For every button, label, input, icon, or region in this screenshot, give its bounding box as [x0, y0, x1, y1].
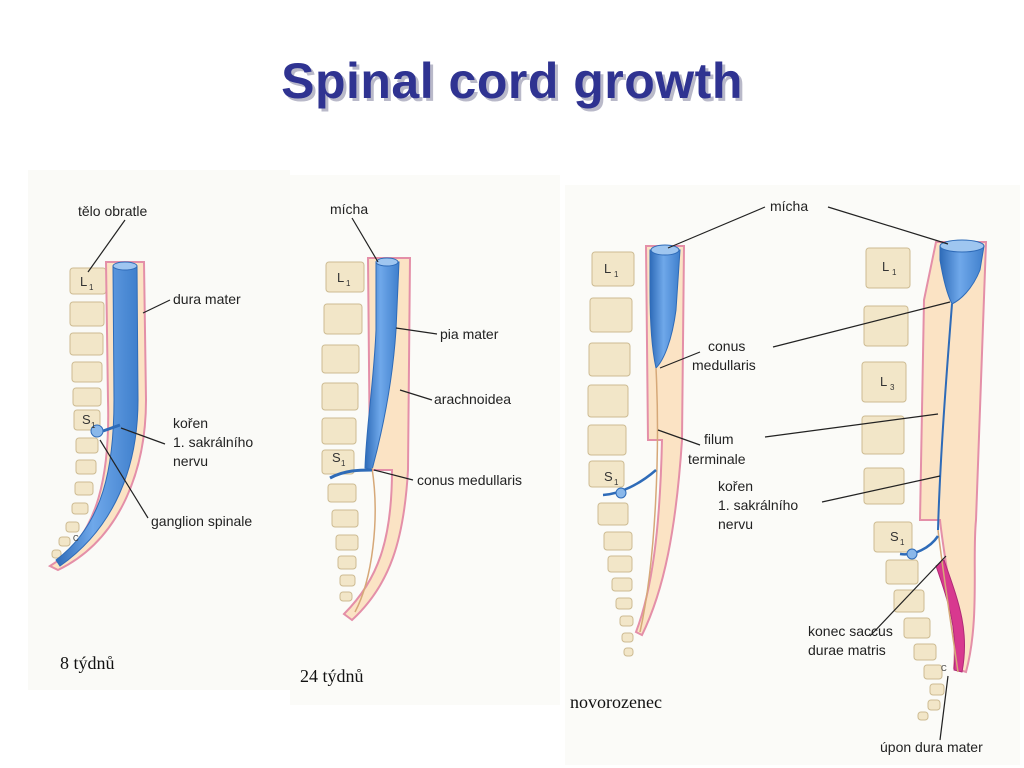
panel-3b-l3-mark: L [880, 374, 887, 389]
label-conus-line1: conus [708, 338, 745, 354]
label-sac-end-line1: konec saccus [808, 623, 893, 639]
panel-2-s1-sub: 1 [341, 459, 346, 468]
panel-2-vertebrae [321, 261, 365, 602]
panel-3b-cord [939, 245, 985, 305]
panel-8-weeks: L 1 S 1 C tělo obratle dura mater kořen … [47, 203, 253, 673]
label-ganglion-spinale: ganglion spinale [151, 513, 252, 529]
panel-3a-l1-mark: L [604, 261, 611, 276]
label-root-newborn-line2: 1. sakrálního [718, 497, 798, 513]
panel-3b-s1-sub: 1 [900, 538, 905, 547]
panel-1-leader-lines [87, 219, 171, 519]
panel-3a-l1-sub: 1 [614, 270, 619, 279]
page-title: Spinal cord growth [281, 53, 743, 109]
caption-newborn: novorozenec [570, 692, 662, 712]
panel-1-l1-sub: 1 [89, 283, 94, 292]
panel-1-background [28, 170, 290, 690]
label-root-1-line2: 1. sakrálního [173, 434, 253, 450]
panel-2-l1-sub: 1 [346, 279, 351, 288]
panel-3b-l3-sub: 3 [890, 383, 895, 392]
panel-24-weeks: L 1 S 1 mícha pia mater arachnoidea conu… [300, 201, 522, 686]
label-pia-mater: pia mater [440, 326, 499, 342]
label-cord-newborn: mícha [770, 198, 808, 214]
panel-3b-c0-mark: C [941, 664, 947, 673]
label-cord-24w: mícha [330, 201, 368, 217]
panel-1-c0-mark: C [73, 534, 79, 543]
label-root-1-line3: nervu [173, 453, 208, 469]
caption-8-weeks: 8 týdnů [60, 653, 115, 673]
panel-3b-l1-sub: 1 [892, 268, 897, 277]
label-dura-mater: dura mater [173, 291, 241, 307]
panel-3b-l1-mark: L [882, 259, 889, 274]
label-arachnoidea: arachnoidea [434, 391, 511, 407]
label-conus-line2: medullaris [692, 357, 756, 373]
label-conus-24w: conus medullaris [417, 472, 522, 488]
panel-newborn: L 1 S 1 L 1 L 3 [570, 198, 988, 755]
label-dura-insertion: úpon dura mater [880, 739, 983, 755]
label-sac-end-line2: durae matris [808, 642, 886, 658]
panel-3a-s1-sub: 1 [614, 478, 619, 487]
panel-3-leader-lines [657, 206, 951, 741]
panel-2-s1-mark: S [332, 450, 341, 465]
panel-3b-s1-mark: S [890, 529, 899, 544]
panel-2-leader-lines [351, 217, 438, 481]
label-root-1-line1: kořen [173, 415, 208, 431]
label-root-newborn-line1: kořen [718, 478, 753, 494]
panel-2-l1-mark: L [337, 270, 344, 285]
panel-1-s1-sub: 1 [91, 421, 96, 430]
panel-1-s1-mark: S [82, 412, 91, 427]
panel-3a-s1-mark: S [604, 469, 613, 484]
label-vertebral-body: tělo obratle [78, 203, 147, 219]
panel-3a-vertebrae [587, 251, 635, 657]
panel-1-vertebrae [51, 267, 107, 559]
caption-24-weeks: 24 týdnů [300, 666, 364, 686]
label-filum-line2: terminale [688, 451, 746, 467]
label-root-newborn-line3: nervu [718, 516, 753, 532]
label-filum-line1: filum [704, 431, 734, 447]
panel-3b-sac-end [935, 559, 965, 673]
panel-1-l1-mark: L [80, 274, 87, 289]
panel-3a-dura [634, 245, 686, 637]
